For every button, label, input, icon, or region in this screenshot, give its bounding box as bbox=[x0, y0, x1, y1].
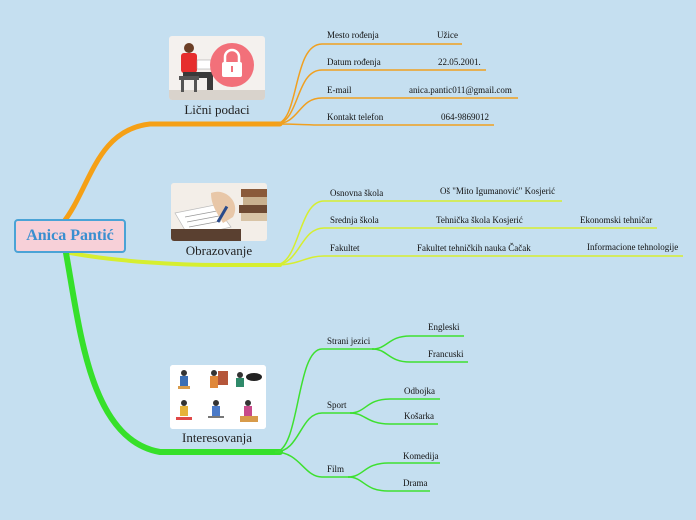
interest-item-2-1: Drama bbox=[403, 478, 428, 488]
books-icon bbox=[171, 183, 267, 241]
personal-value-1: 22.05.2001. bbox=[438, 57, 481, 67]
personal-value-0: Užice bbox=[437, 30, 458, 40]
lock-icon bbox=[169, 43, 265, 100]
personal-value-2: anica.pantic011@gmail.com bbox=[409, 85, 512, 95]
interests-sublines bbox=[274, 335, 468, 492]
education-key-1: Srednja škola bbox=[330, 215, 379, 225]
interest-item-1-1: Košarka bbox=[404, 411, 434, 421]
interest-item-0-1: Francuski bbox=[428, 349, 464, 359]
interest-group-2: Film bbox=[327, 464, 345, 474]
interest-item-1-0: Odbojka bbox=[404, 386, 435, 396]
personal-key-0: Mesto rođenja bbox=[327, 30, 379, 40]
education-sublines bbox=[274, 200, 683, 266]
personal-key-3: Kontakt telefon bbox=[327, 112, 384, 122]
personal-image bbox=[169, 36, 265, 100]
branch-interests bbox=[63, 250, 283, 455]
personal-label: Lični podaci bbox=[184, 102, 250, 117]
education-value-2: Fakultet tehničkih nauka Čačak bbox=[417, 243, 531, 253]
personal-value-3: 064-9869012 bbox=[441, 112, 489, 122]
branch-education bbox=[68, 251, 282, 267]
education-value-0: Oš "Mito Igumanović" Kosjerić bbox=[440, 186, 556, 196]
interest-group-0: Strani jezici bbox=[327, 336, 371, 346]
education-extra-2: Informacione tehnologije bbox=[587, 242, 679, 252]
personal-key-2: E-mail bbox=[327, 85, 352, 95]
root-title: Anica Pantić bbox=[26, 227, 114, 244]
root-node[interactable]: Anica Pantić bbox=[14, 219, 126, 253]
interests-image bbox=[170, 365, 266, 429]
branch-personal bbox=[59, 121, 283, 227]
education-label: Obrazovanje bbox=[185, 243, 253, 258]
education-value-1: Tehnička škola Kosjerić bbox=[436, 215, 523, 225]
hobbies-icon bbox=[170, 365, 266, 429]
personal-key-1: Datum rođenja bbox=[327, 57, 381, 67]
interest-group-1: Sport bbox=[327, 400, 347, 410]
education-key-2: Fakultet bbox=[330, 243, 360, 253]
education-extra-1: Ekonomski tehničar bbox=[580, 215, 653, 225]
education-key-0: Osnovna škola bbox=[330, 188, 384, 198]
education-image bbox=[171, 183, 267, 241]
interest-item-0-0: Engleski bbox=[428, 322, 460, 332]
interest-item-2-0: Komedija bbox=[403, 451, 439, 461]
personal-sublines bbox=[274, 43, 518, 126]
interests-label: Interesovanja bbox=[181, 430, 253, 445]
